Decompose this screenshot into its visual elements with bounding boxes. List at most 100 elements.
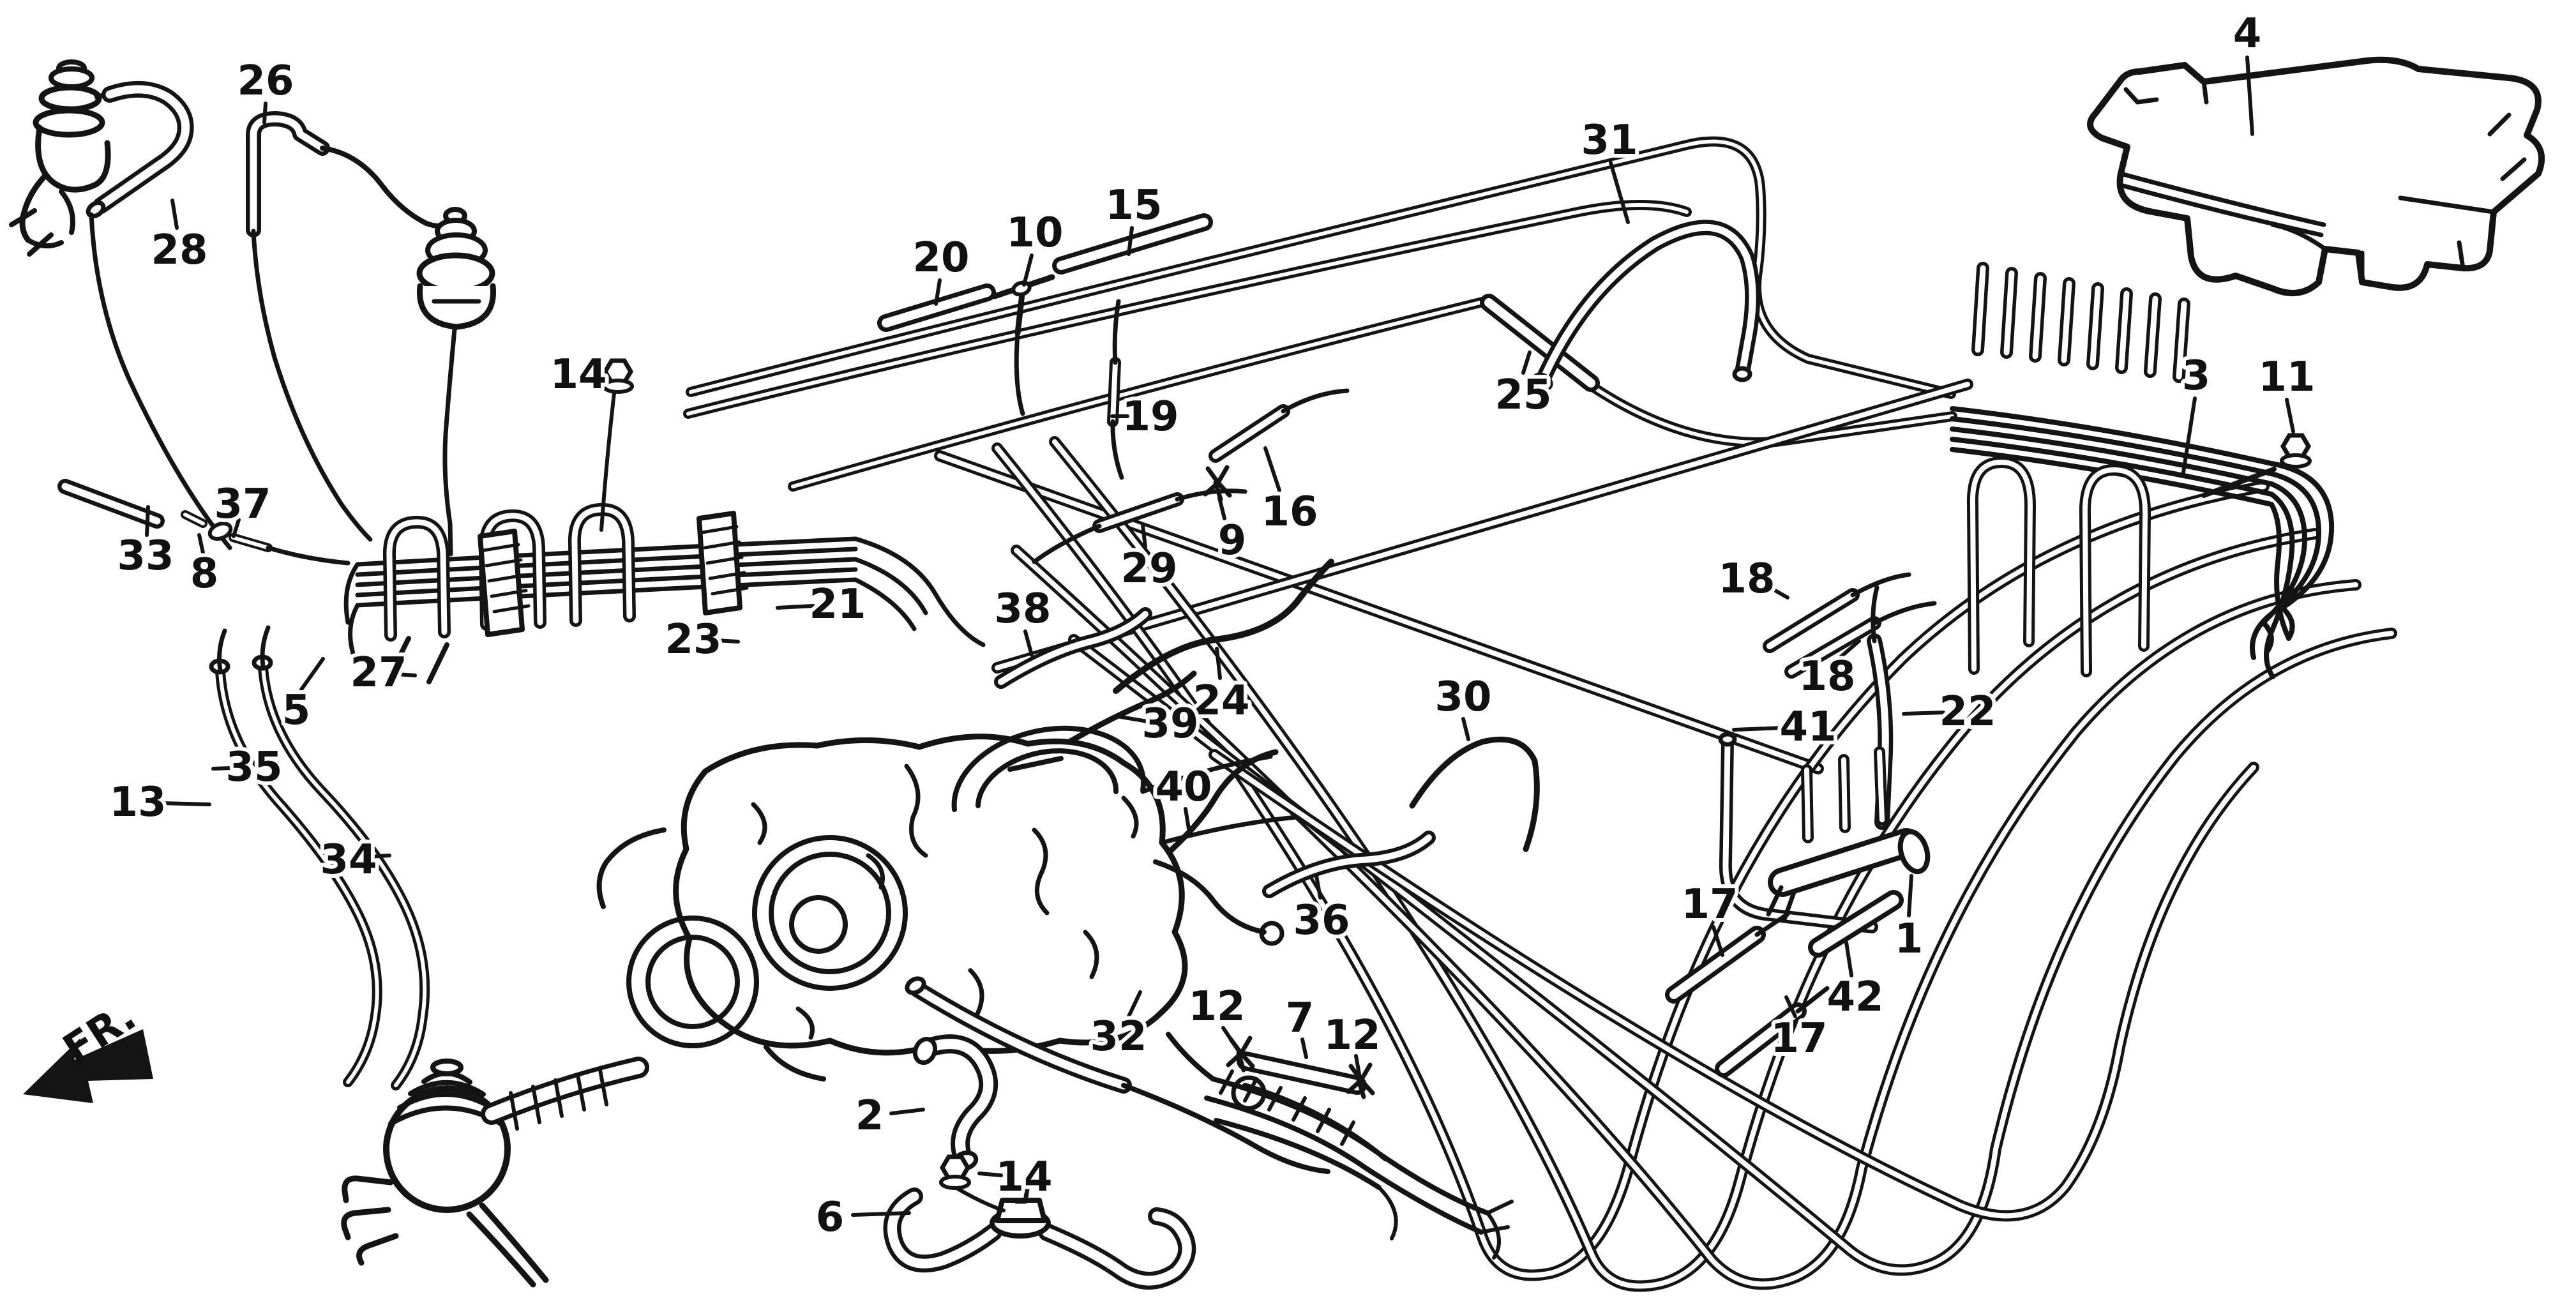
callout-28-leader [170, 199, 179, 230]
callout-3-leader [2181, 396, 2197, 474]
hose-26-hairpin [253, 119, 453, 542]
hose-30 [1409, 736, 1540, 852]
callout-41: 41 [1779, 704, 1836, 751]
heat-shield-part4 [2087, 56, 2545, 297]
callout-7-leader [1300, 1037, 1308, 1059]
callout-5-leader [299, 657, 325, 691]
hose-39 [1045, 670, 1197, 758]
bolt-11 [2201, 435, 2310, 498]
hose-16 [1216, 388, 1350, 456]
callout-4: 4 [2233, 10, 2262, 57]
hose-29 [1032, 488, 1247, 564]
callout-18-a-leader [1768, 585, 1789, 599]
callout-9: 9 [1218, 517, 1247, 564]
callout-30-leader [1461, 717, 1470, 741]
bolt-icon-14a [604, 361, 632, 392]
callout-2: 2 [855, 1092, 884, 1140]
callout-35: 35 [225, 744, 282, 791]
callout-3: 3 [2182, 352, 2211, 400]
callout-12-b: 12 [1323, 1012, 1380, 1059]
valve-6-group [892, 1157, 1187, 1281]
callout-14-a: 14 [550, 351, 606, 398]
callout-22-leader [1902, 711, 1945, 716]
callout-22: 22 [1939, 688, 1996, 735]
bolt-icon-11 [2282, 435, 2310, 467]
callout-2-leader [889, 1108, 925, 1115]
callout-41-leader [1732, 726, 1786, 732]
callout-12-a-leader [1221, 1026, 1240, 1053]
hoses-13-35 [209, 625, 425, 1085]
hose-31 [1532, 227, 1752, 391]
callout-13-leader [159, 801, 211, 806]
callout-36-leader [1314, 874, 1322, 900]
callout-1-leader [1907, 874, 1913, 917]
callout-10-leader [1022, 253, 1034, 287]
callout-17-b-leader [1784, 995, 1797, 1018]
callout-34: 34 [320, 836, 377, 884]
callout-42-leader [1844, 940, 1853, 977]
fr-arrow: FR. [23, 993, 153, 1103]
callout-15-leader [1127, 226, 1134, 256]
callout-40-leader [1184, 807, 1191, 831]
callout-layer: 1234567891011121213141415161717181819202… [105, 6, 2319, 1245]
callout-32-leader [1127, 990, 1142, 1018]
callout-42: 42 [1827, 974, 1883, 1021]
callout-8: 8 [190, 550, 219, 598]
callout-37: 37 [214, 481, 271, 528]
callout-29-leader [1141, 523, 1147, 549]
hose-24 [1113, 559, 1334, 694]
callout-32: 32 [1090, 1013, 1147, 1060]
callout-40: 40 [1155, 764, 1212, 811]
callout-16: 16 [1261, 488, 1318, 536]
air-manifold-right [1674, 572, 1937, 1069]
callout-38-leader [1023, 629, 1034, 657]
tube-rack-left [343, 509, 986, 684]
callout-17-b: 17 [1770, 1015, 1827, 1062]
callout-24-leader [1215, 647, 1222, 680]
callout-18-a: 18 [1718, 555, 1775, 603]
callout-10: 10 [1006, 209, 1063, 257]
callout-20-leader [934, 278, 942, 306]
callout-34-leader [367, 854, 391, 859]
callout-27: 27 [350, 649, 407, 697]
callout-37-leader [232, 518, 241, 538]
callout-26: 26 [237, 57, 294, 105]
callout-31: 31 [1581, 117, 1638, 164]
egr-valve-assembly [9, 59, 114, 257]
callout-24: 24 [1193, 677, 1249, 725]
callout-16-leader [1263, 446, 1281, 492]
callout-1: 1 [1895, 915, 1924, 963]
callout-7: 7 [1286, 995, 1314, 1042]
callout-13: 13 [109, 779, 166, 826]
wire-harness [1166, 1032, 1514, 1260]
callout-6-leader [851, 1211, 911, 1217]
callout-23-leader [714, 638, 740, 644]
callout-11: 11 [2258, 354, 2315, 401]
callout-27-leader [395, 672, 417, 677]
fitting-33-8-37 [65, 486, 350, 566]
vacuum-valve-cone [416, 207, 497, 557]
callout-14-b-leader [977, 1172, 1003, 1177]
callout-26-leader [262, 102, 267, 124]
bolt-icon-14b [941, 1157, 969, 1188]
pipe-rack-top-right [1950, 268, 2335, 679]
callout-14-b: 14 [995, 1154, 1052, 1201]
callout-4-leader [2245, 56, 2254, 136]
callout-17-a: 17 [1681, 881, 1738, 928]
callout-33-leader [145, 505, 150, 537]
callout-31-leader [1609, 161, 1630, 224]
callout-39: 39 [1141, 700, 1198, 748]
hose-2 [912, 1036, 988, 1171]
callout-38: 38 [994, 585, 1051, 633]
callout-25-leader [1521, 350, 1532, 375]
callout-17-a-leader [1712, 925, 1724, 957]
callout-23: 23 [665, 616, 721, 663]
callout-36: 36 [1293, 897, 1350, 944]
hose-28 [86, 89, 232, 550]
callout-21: 21 [809, 581, 866, 628]
callout-18-b-leader [1838, 639, 1861, 659]
callout-30: 30 [1435, 674, 1491, 721]
callout-19: 19 [1122, 393, 1179, 441]
